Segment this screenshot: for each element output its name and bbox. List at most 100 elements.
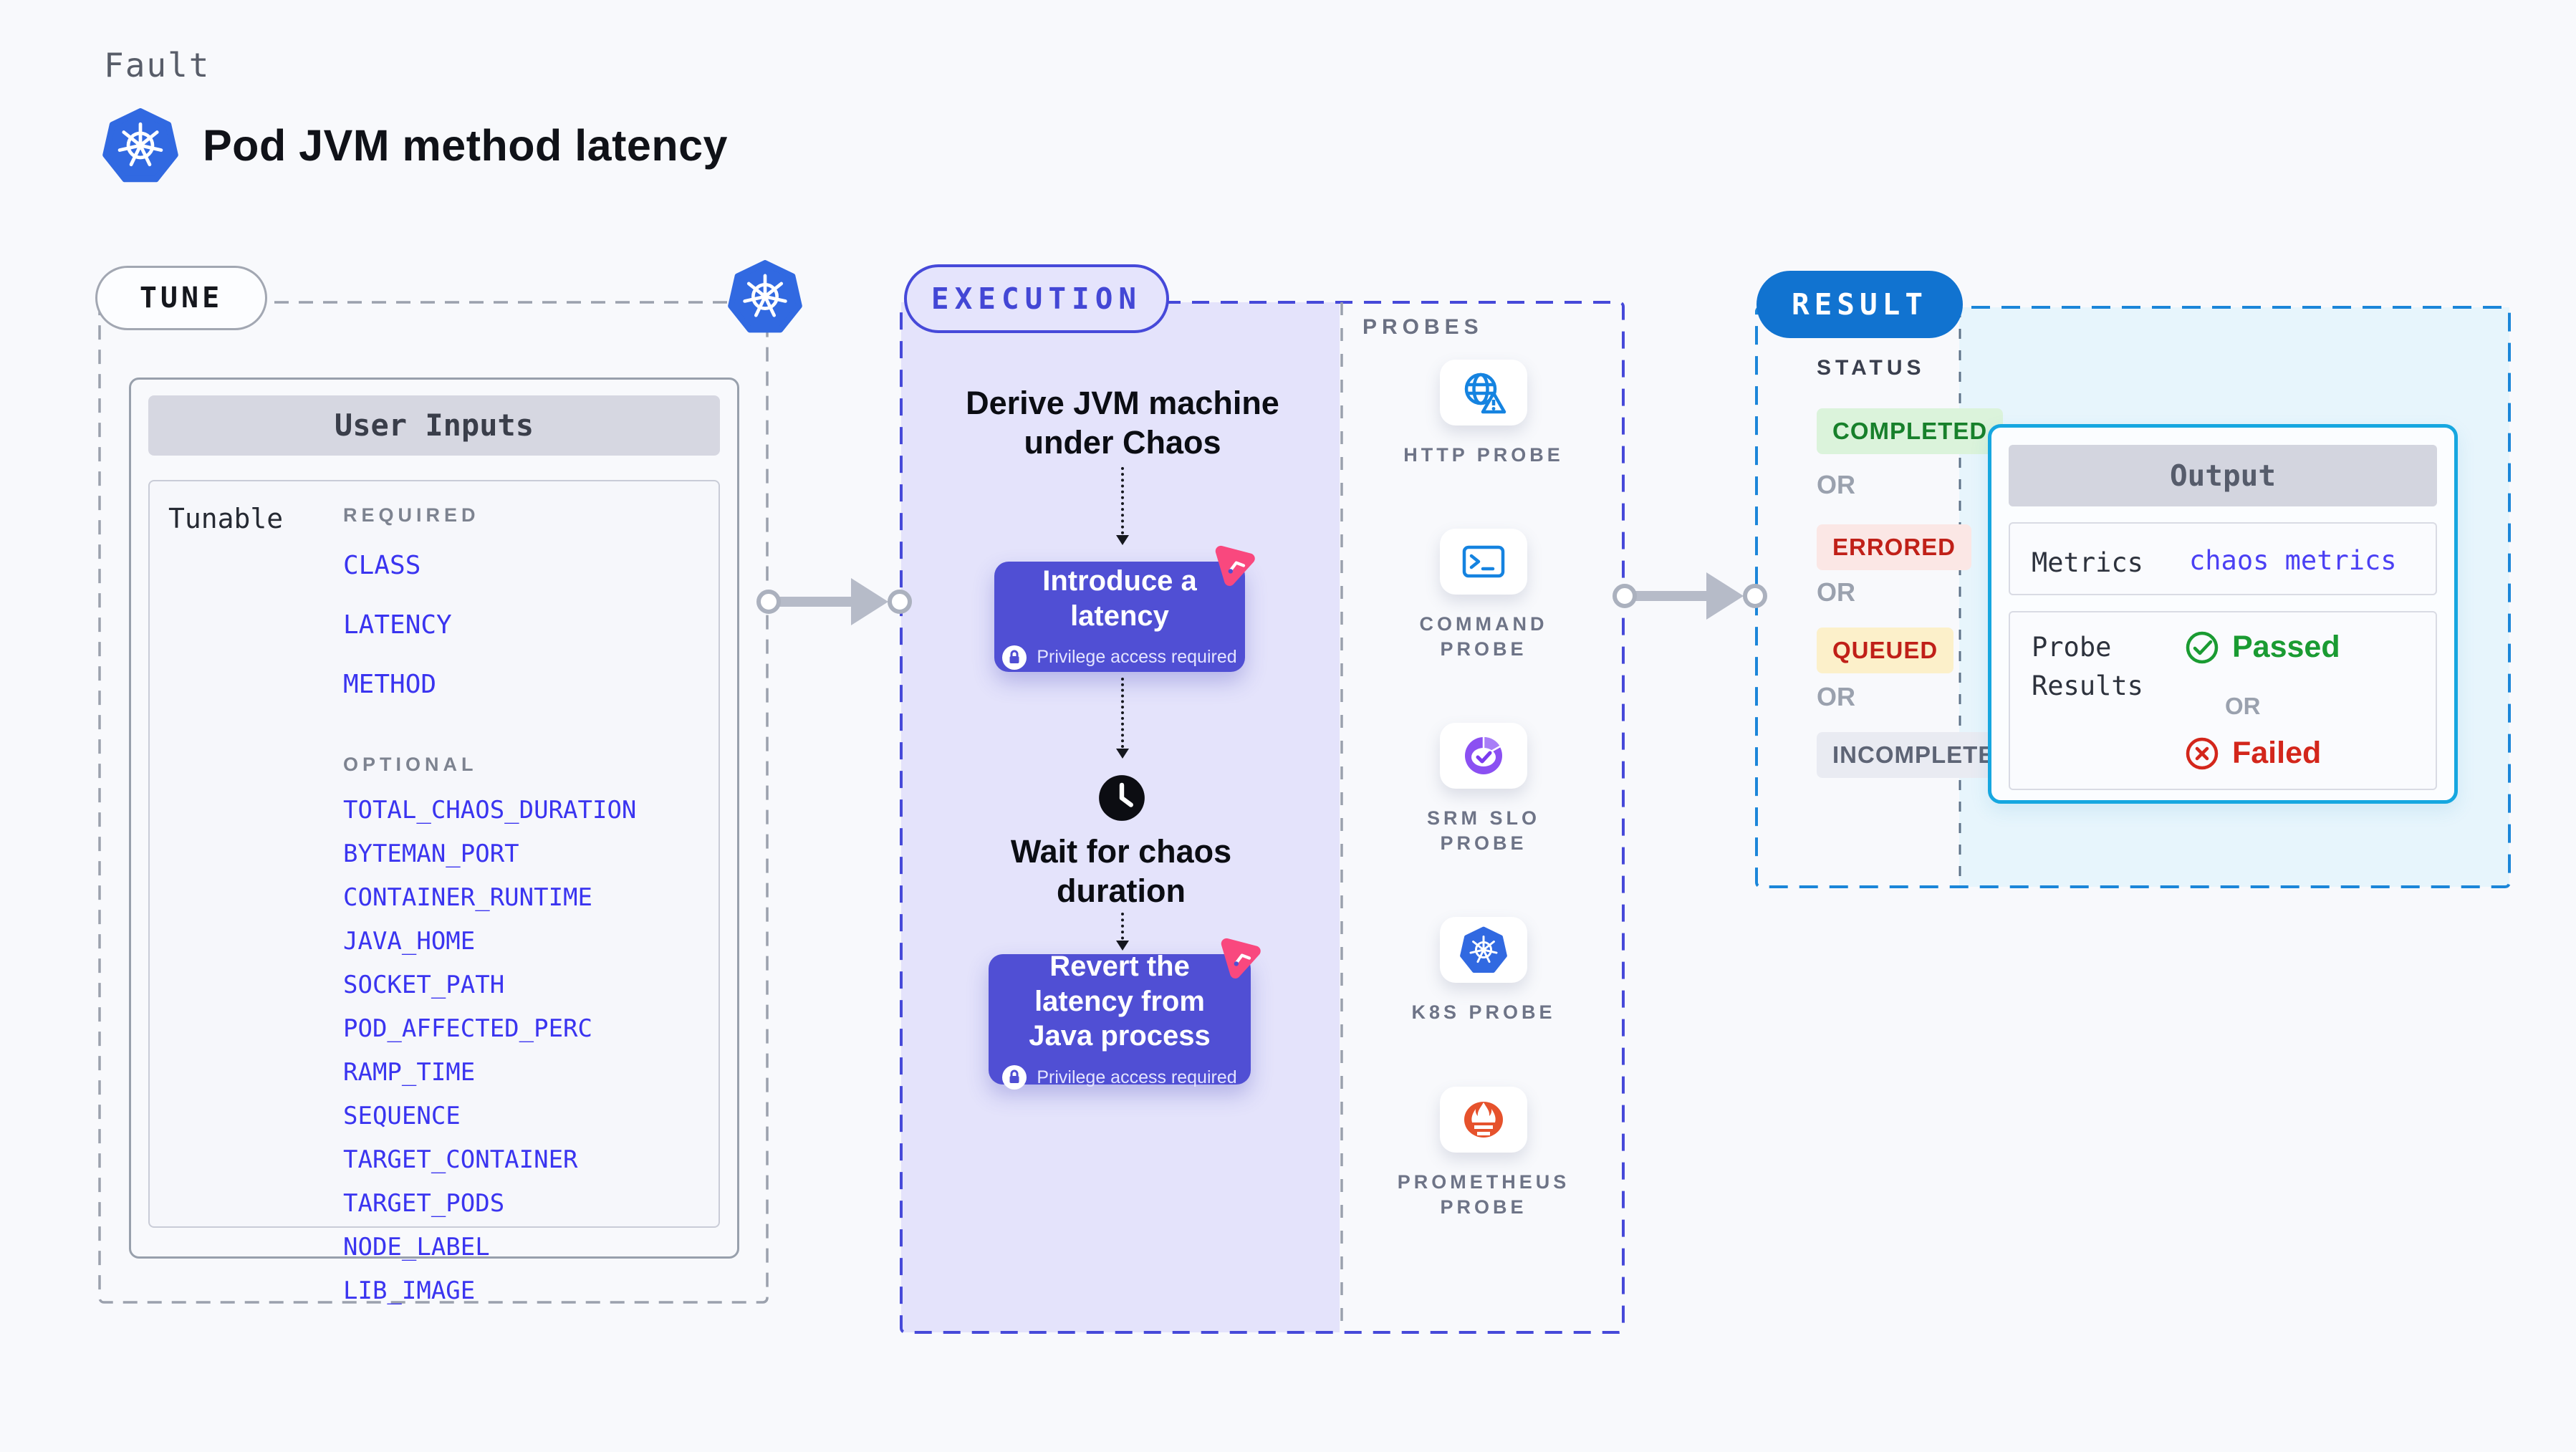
lock-icon: [1002, 1065, 1027, 1090]
litmus-chaos-icon: [1221, 938, 1261, 979]
srm-slo-probe-icon: [1465, 737, 1502, 775]
probe-item-prometheus: PROMETHEUS PROBE: [1394, 1086, 1573, 1220]
param-java-home: JAVA_HOME: [343, 927, 476, 956]
step-wait-chaos: Wait for chaos duration: [1010, 833, 1232, 909]
probe-item-command: COMMAND PROBE: [1394, 529, 1573, 662]
tunable-row-label: Tunable: [168, 503, 284, 534]
x-circle-icon: [2186, 737, 2219, 769]
probe-name: SRM SLO PROBE: [1426, 807, 1540, 855]
param-class: CLASS: [343, 551, 421, 580]
probe-tile: [1440, 917, 1527, 984]
probes-list: HTTP PROBE COMMAND PROBE: [1342, 360, 1625, 1220]
litmus-chaos-icon: [1215, 545, 1255, 586]
probe-item-srm-slo: SRM SLO PROBE: [1394, 723, 1573, 856]
flow-connector: [1116, 913, 1129, 951]
probe-item-k8s: K8S PROBE: [1394, 917, 1573, 1025]
status-divider-line: [1959, 307, 1961, 887]
privilege-badge: Privilege access required: [1002, 1065, 1237, 1090]
connector-dot: [1743, 584, 1767, 608]
param-target-container: TARGET_CONTAINER: [343, 1145, 578, 1174]
or-label: OR: [1817, 470, 1855, 499]
probes-divider-line: [1340, 302, 1343, 1332]
user-inputs-header: User Inputs: [148, 395, 720, 456]
user-inputs-panel: User Inputs Tunable REQUIRED CLASS LATEN…: [129, 378, 739, 1305]
param-socket-path: SOCKET_PATH: [343, 971, 505, 999]
param-latency: LATENCY: [343, 610, 452, 640]
introduce-latency-card: Introduce a latency Privilege access req…: [994, 545, 1255, 672]
probe-tile: [1440, 723, 1527, 789]
param-node-label: NODE_LABEL: [343, 1233, 490, 1261]
param-lib-image: LIB_IMAGE: [343, 1276, 476, 1305]
metrics-value: chaos metrics: [2189, 545, 2397, 576]
result-label-pill: RESULT: [1756, 271, 1963, 338]
privilege-badge: Privilege access required: [1002, 645, 1237, 670]
param-method: METHOD: [343, 670, 437, 699]
flow-connector: [1116, 467, 1129, 545]
probe-tile: [1440, 360, 1527, 425]
arrow-shaft: [776, 597, 858, 607]
param-total-chaos-duration: TOTAL_CHAOS_DURATION: [343, 796, 637, 824]
required-group-label: REQUIRED: [343, 504, 480, 526]
lock-icon: [1002, 645, 1027, 670]
prometheus-probe-icon: [1464, 1101, 1503, 1138]
card-title: Revert the latency from Java process: [1029, 950, 1211, 1052]
privilege-badge-text: Privilege access required: [1037, 647, 1237, 668]
kubernetes-icon: [102, 107, 178, 183]
probe-tile: [1440, 1086, 1527, 1153]
probe-name: K8S PROBE: [1411, 1001, 1556, 1024]
execution-label-pill: EXECUTION: [904, 264, 1169, 333]
tune-label-pill: TUNE: [95, 266, 267, 330]
param-container-runtime: CONTAINER_RUNTIME: [343, 883, 592, 912]
passed-result: Passed: [2185, 630, 2340, 665]
page-title-row: Pod JVM method latency: [102, 107, 728, 183]
output-header: Output: [2009, 445, 2437, 506]
revert-latency-card: Revert the latency from Java process Pri…: [989, 938, 1261, 1090]
or-label: OR: [1817, 577, 1855, 607]
probes-label: PROBES: [1363, 315, 1484, 339]
http-probe-icon: [1464, 372, 1506, 414]
page-title: Pod JVM method latency: [203, 121, 728, 170]
flow-connector: [1116, 678, 1129, 759]
param-target-pods: TARGET_PODS: [343, 1189, 505, 1218]
connector-dot: [888, 590, 912, 614]
kubernetes-icon: [728, 259, 802, 334]
fault-kicker: Fault: [104, 46, 211, 85]
probe-name: PROMETHEUS PROBE: [1397, 1170, 1570, 1218]
passed-label: Passed: [2232, 630, 2340, 664]
or-label: OR: [2225, 693, 2261, 719]
probe-tile: [1440, 529, 1527, 595]
probe-results-row: Probe Results Passed OR Failed: [2009, 611, 2437, 790]
privilege-badge-text: Privilege access required: [1037, 1067, 1237, 1087]
param-byteman-port: BYTEMAN_PORT: [343, 840, 519, 868]
tunable-params: REQUIRED CLASS LATENCY METHOD OPTIONAL T…: [343, 504, 636, 1320]
check-circle-icon: [2186, 631, 2219, 663]
status-badge-completed: COMPLETED: [1817, 408, 2004, 454]
k8s-probe-icon: [1460, 926, 1507, 973]
command-probe-icon: [1462, 545, 1505, 578]
clock-icon: [1099, 775, 1145, 821]
execution-section: Derive JVM machine under Chaos Introduce…: [900, 301, 1625, 1334]
result-section: STATUS COMPLETED OR ERRORED OR QUEUED OR…: [1755, 306, 2511, 888]
arrow-shaft: [1632, 591, 1714, 601]
optional-group-label: OPTIONAL: [343, 754, 478, 775]
param-sequence: SEQUENCE: [343, 1102, 461, 1130]
status-badge-errored: ERRORED: [1817, 524, 1972, 570]
param-pod-affected-perc: POD_AFFECTED_PERC: [343, 1014, 592, 1043]
tunables-list: Tunable REQUIRED CLASS LATENCY METHOD OP…: [148, 480, 720, 1305]
probe-name: HTTP PROBE: [1403, 444, 1564, 466]
probe-results-label: Probe Results: [2032, 632, 2143, 701]
status-label: STATUS: [1817, 356, 1926, 380]
connector-dot: [1613, 584, 1637, 608]
output-box: Output Metrics chaos metrics Probe Resul…: [1988, 424, 2458, 804]
probe-item-http: HTTP PROBE: [1394, 360, 1573, 468]
arrow-head: [1706, 572, 1744, 620]
arrow-head: [851, 578, 888, 625]
param-ramp-time: RAMP_TIME: [343, 1058, 476, 1087]
metrics-row: Metrics chaos metrics: [2009, 522, 2437, 595]
connector-dot: [756, 590, 781, 614]
failed-result: Failed: [2185, 736, 2321, 771]
step-derive-jvm: Derive JVM machine under Chaos: [966, 385, 1279, 461]
probe-name: COMMAND PROBE: [1419, 613, 1548, 660]
card-title: Introduce a latency: [1042, 565, 1197, 632]
